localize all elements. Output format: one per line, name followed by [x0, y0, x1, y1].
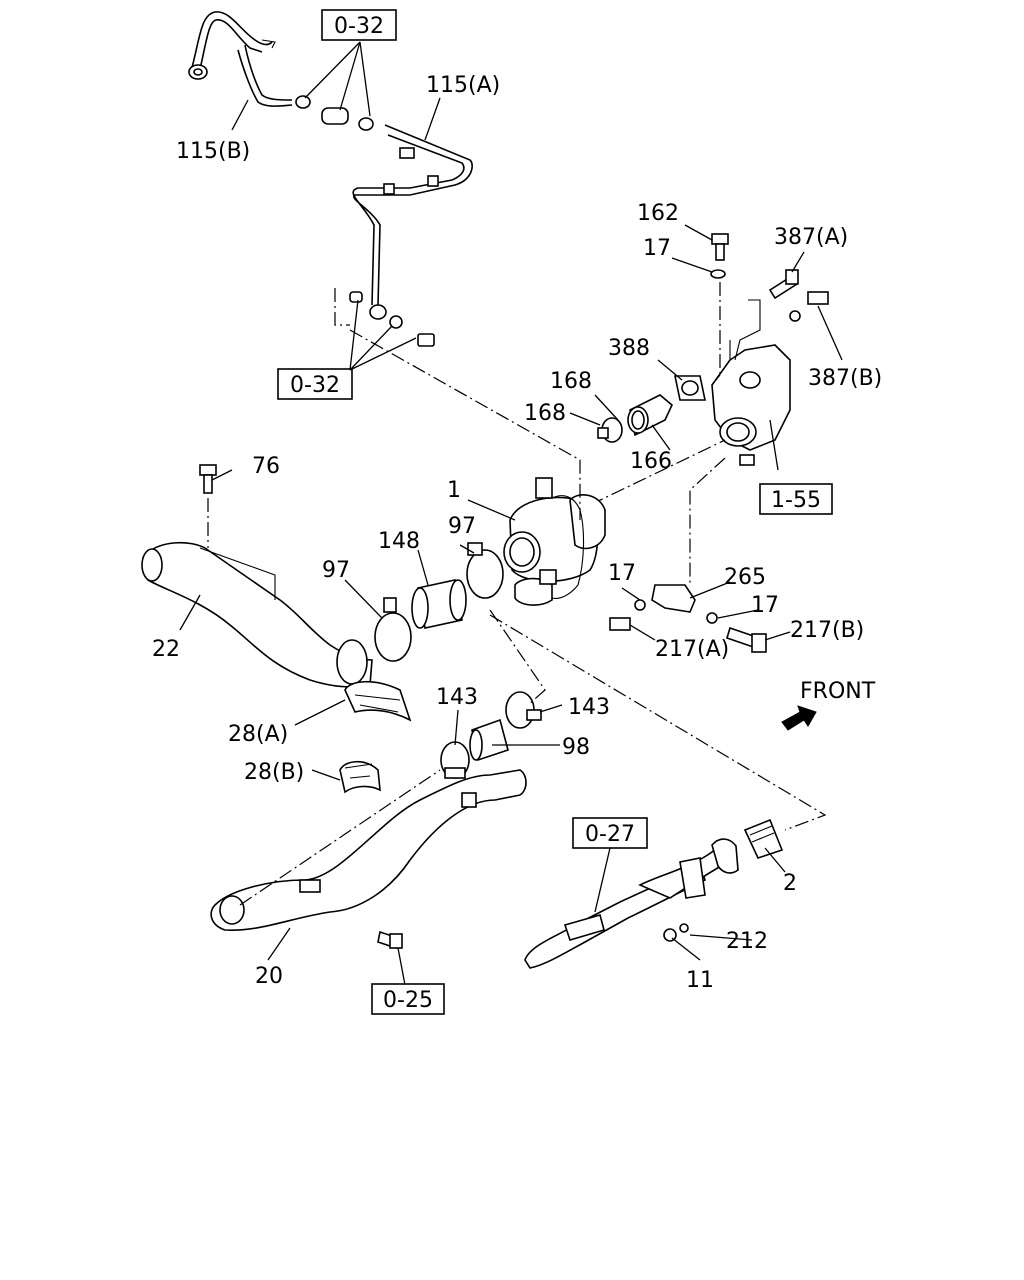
- ref-0-32-top: 0-32: [304, 9, 397, 117]
- centerline-265: [689, 457, 726, 585]
- callout-28b: 28(B): [244, 760, 304, 785]
- callout-166: 166: [630, 449, 672, 474]
- pipe-20: [210, 769, 527, 931]
- clamp-143-lower: [440, 741, 470, 779]
- callout-11: 11: [686, 968, 714, 993]
- ref-0-27: 0-27: [572, 817, 648, 849]
- ref-0-27-label: 0-27: [585, 822, 635, 847]
- centerline-20: [239, 769, 441, 906]
- bolt-387a: [768, 269, 799, 300]
- ref-0-32-mid: 0-32: [277, 288, 435, 400]
- sleeve-98: [469, 718, 509, 762]
- ref-0-32-mid-label: 0-32: [290, 373, 340, 398]
- heat-shield-28b: [339, 760, 381, 794]
- callout-212: 212: [726, 929, 768, 954]
- callout-97-a: 97: [448, 514, 476, 539]
- bolt-0-25: [377, 930, 403, 950]
- clamp-97-left: [374, 597, 412, 662]
- gasket-388: [674, 375, 706, 401]
- ref-1-55-label: 1-55: [771, 488, 821, 513]
- callout-265: 265: [724, 565, 766, 590]
- ref-0-32-top-label: 0-32: [334, 14, 384, 39]
- callout-168-a: 168: [550, 369, 592, 394]
- bracket-265: [609, 584, 767, 653]
- front-arrow-icon: [781, 705, 817, 731]
- callout-162: 162: [637, 201, 679, 226]
- callout-115b: 115(B): [176, 139, 250, 164]
- callout-1: 1: [447, 478, 461, 503]
- clamp-97-right: [466, 542, 504, 599]
- callout-2: 2: [783, 871, 797, 896]
- front-indicator: FRONT: [781, 679, 876, 731]
- sleeve-148: [411, 579, 467, 629]
- callout-217b: 217(B): [790, 618, 864, 643]
- callout-17-right: 17: [751, 593, 779, 618]
- callout-98: 98: [562, 735, 590, 760]
- washer-17-top: [710, 269, 726, 279]
- centerline-turbo-pipe: [349, 329, 581, 520]
- hose-clamps-top: [295, 95, 374, 131]
- callout-97-b: 97: [322, 558, 350, 583]
- callout-388: 388: [608, 336, 650, 361]
- pipe-166: [627, 394, 673, 437]
- bolt-162: [711, 233, 729, 261]
- callout-76: 76: [252, 454, 280, 479]
- callout-143-b: 143: [568, 695, 610, 720]
- callout-387a: 387(A): [774, 225, 848, 250]
- centerline-143: [489, 609, 546, 706]
- front-label: FRONT: [800, 679, 876, 704]
- bolt-76: [199, 464, 217, 494]
- callout-148: 148: [378, 529, 420, 554]
- callout-labels: 115(B) 115(A) 162 17 387(A) 387(B) 388 1…: [152, 73, 882, 993]
- callout-17-mid: 17: [608, 561, 636, 586]
- exhaust-pipe-assembly: [524, 818, 784, 969]
- heat-shield-28a: [344, 680, 412, 722]
- ref-0-25-label: 0-25: [383, 988, 433, 1013]
- centerline-outlet: [589, 439, 726, 506]
- callout-17-top: 17: [643, 236, 671, 261]
- leader-lines: [179, 97, 843, 986]
- bolt-387b: [789, 291, 829, 322]
- ref-1-55: 1-55: [759, 483, 833, 515]
- turbocharger-1: [503, 477, 606, 606]
- oil-pipe-115b: [188, 11, 293, 107]
- clamp-168: [597, 417, 623, 443]
- callout-387b: 387(B): [808, 366, 882, 391]
- callout-28a: 28(A): [228, 722, 288, 747]
- callout-143-a: 143: [436, 685, 478, 710]
- callout-168-b: 168: [524, 401, 566, 426]
- oil-pipe-115a: [352, 124, 473, 320]
- clamp-143-upper: [505, 691, 542, 729]
- callout-115a: 115(A): [426, 73, 500, 98]
- centerline-exhaust: [489, 614, 827, 831]
- callout-20: 20: [255, 964, 283, 989]
- callout-22: 22: [152, 637, 180, 662]
- ref-0-25: 0-25: [371, 983, 445, 1015]
- callout-217a: 217(A): [655, 637, 729, 662]
